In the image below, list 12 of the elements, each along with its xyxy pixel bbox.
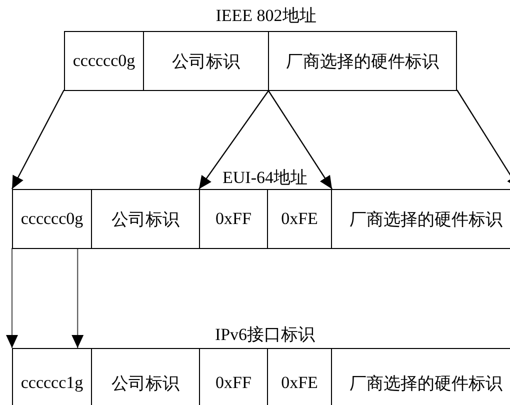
arrow (11, 90, 65, 190)
field-cell: cccccc0g (12, 189, 92, 249)
field-cell: 公司标识 (143, 31, 269, 91)
arrow (6, 248, 18, 348)
arrow (198, 90, 270, 190)
field-cell: 厂商选择的硬件标识 (331, 189, 510, 249)
arrow (268, 90, 332, 190)
arrow (72, 248, 84, 348)
field-cell: 厂商选择的硬件标识 (268, 31, 457, 91)
field-cell: cccccc0g (64, 31, 144, 91)
field-cell: 公司标识 (91, 189, 200, 249)
field-cell: cccccc1g (12, 348, 92, 405)
